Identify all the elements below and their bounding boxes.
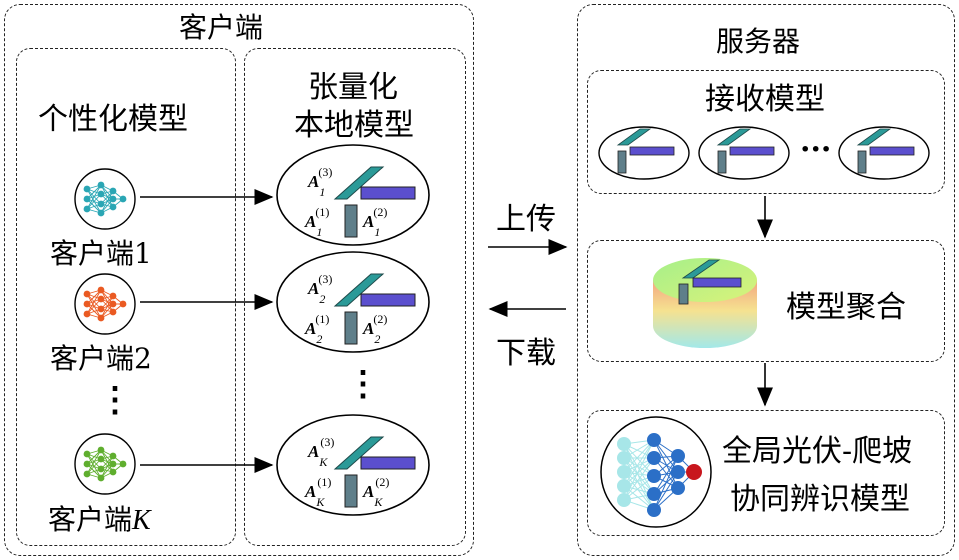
network-node — [109, 308, 117, 316]
global-model-line1: 全局光伏-爬坡 — [722, 434, 913, 469]
network-node — [109, 292, 117, 300]
client-k-label-text: 客户端 — [48, 503, 133, 536]
receive-model-title: 接收模型 — [705, 82, 825, 117]
received-models-ellipsis: ··· — [800, 132, 832, 167]
factor-2-shape — [360, 293, 416, 307]
network-node — [97, 314, 105, 322]
tensor-model-title-line2: 本地模型 — [294, 108, 414, 143]
network-node — [109, 187, 117, 195]
network-node — [83, 290, 91, 298]
global-network-icon — [600, 416, 712, 528]
tensor-ellipse — [276, 251, 430, 353]
network-node — [97, 209, 105, 217]
tensor-model-1: A1(3)A1(1)A1(2) — [276, 144, 430, 246]
upload-label: 上传 — [496, 202, 556, 237]
network-node — [83, 300, 91, 308]
network-node — [97, 465, 105, 473]
client-panel-title: 客户端 — [175, 6, 268, 46]
factor-3-shape — [333, 166, 385, 200]
factor-2-shape — [360, 456, 416, 470]
network-node — [109, 452, 117, 460]
client-k-network-icon — [73, 432, 137, 500]
tensor-ellipse — [276, 414, 430, 516]
tensor-ellipsis: ⋮ — [346, 364, 380, 404]
client-ellipsis: ⋮ — [98, 380, 132, 420]
network-node — [119, 460, 127, 468]
personal-model-title: 个性化模型 — [38, 102, 188, 137]
client-k-label: 客户端K — [48, 498, 151, 538]
client-2-network-icon — [73, 272, 137, 340]
received-model-1 — [598, 126, 690, 180]
network-node — [83, 195, 91, 203]
network-node — [109, 195, 117, 203]
network-node — [97, 286, 105, 294]
network-node — [97, 190, 105, 198]
received-models — [598, 126, 930, 180]
server-panel-title: 服务器 — [716, 25, 801, 58]
receive-model-panel — [587, 70, 945, 194]
tensor-ellipse — [276, 144, 430, 246]
network-node — [83, 310, 91, 318]
network-node — [83, 205, 91, 213]
aggregate-model-bars — [678, 259, 742, 305]
network-node — [109, 300, 117, 308]
network-node — [83, 185, 91, 193]
factor-3-shape — [333, 436, 385, 470]
tensor-model-k: AK(3)AK(1)AK(2) — [276, 414, 430, 516]
factor-1-shape — [344, 311, 358, 345]
network-node — [97, 295, 105, 303]
global-model-panel — [587, 410, 945, 536]
global-model-line2: 协同辨识模型 — [730, 482, 910, 517]
network-node — [109, 203, 117, 211]
server-panel — [577, 4, 955, 556]
network-node — [109, 460, 117, 468]
client-k-label-italic: K — [132, 505, 151, 536]
network-node — [97, 446, 105, 454]
factor-2-shape — [360, 186, 416, 200]
client-1-network-icon — [73, 167, 137, 235]
factor-1-shape — [344, 474, 358, 508]
tensor-model-title-line1: 张量化 — [308, 70, 398, 105]
client-2-label: 客户端2 — [50, 342, 152, 375]
download-label: 下载 — [496, 336, 556, 371]
network-node — [97, 474, 105, 482]
client-1-label: 客户端1 — [50, 237, 152, 270]
tensor-model-2: A2(3)A2(1)A2(2) — [276, 251, 430, 353]
factor-1-shape — [344, 204, 358, 238]
received-model-k — [838, 126, 930, 180]
network-node — [97, 200, 105, 208]
tensor-model-panel — [244, 48, 466, 546]
network-node — [97, 181, 105, 189]
network-node — [97, 305, 105, 313]
factor-3-shape — [333, 273, 385, 307]
aggregate-disc-icon — [653, 258, 757, 348]
received-model-2 — [698, 126, 790, 180]
network-node — [97, 455, 105, 463]
network-node — [83, 470, 91, 478]
network-node — [83, 450, 91, 458]
personal-model-panel — [16, 48, 236, 546]
network-node — [119, 300, 127, 308]
network-node — [83, 460, 91, 468]
network-node — [119, 195, 127, 203]
aggregate-label: 模型聚合 — [786, 290, 906, 325]
network-node — [109, 468, 117, 476]
aggregate-panel — [587, 240, 945, 362]
client-panel — [4, 4, 474, 556]
